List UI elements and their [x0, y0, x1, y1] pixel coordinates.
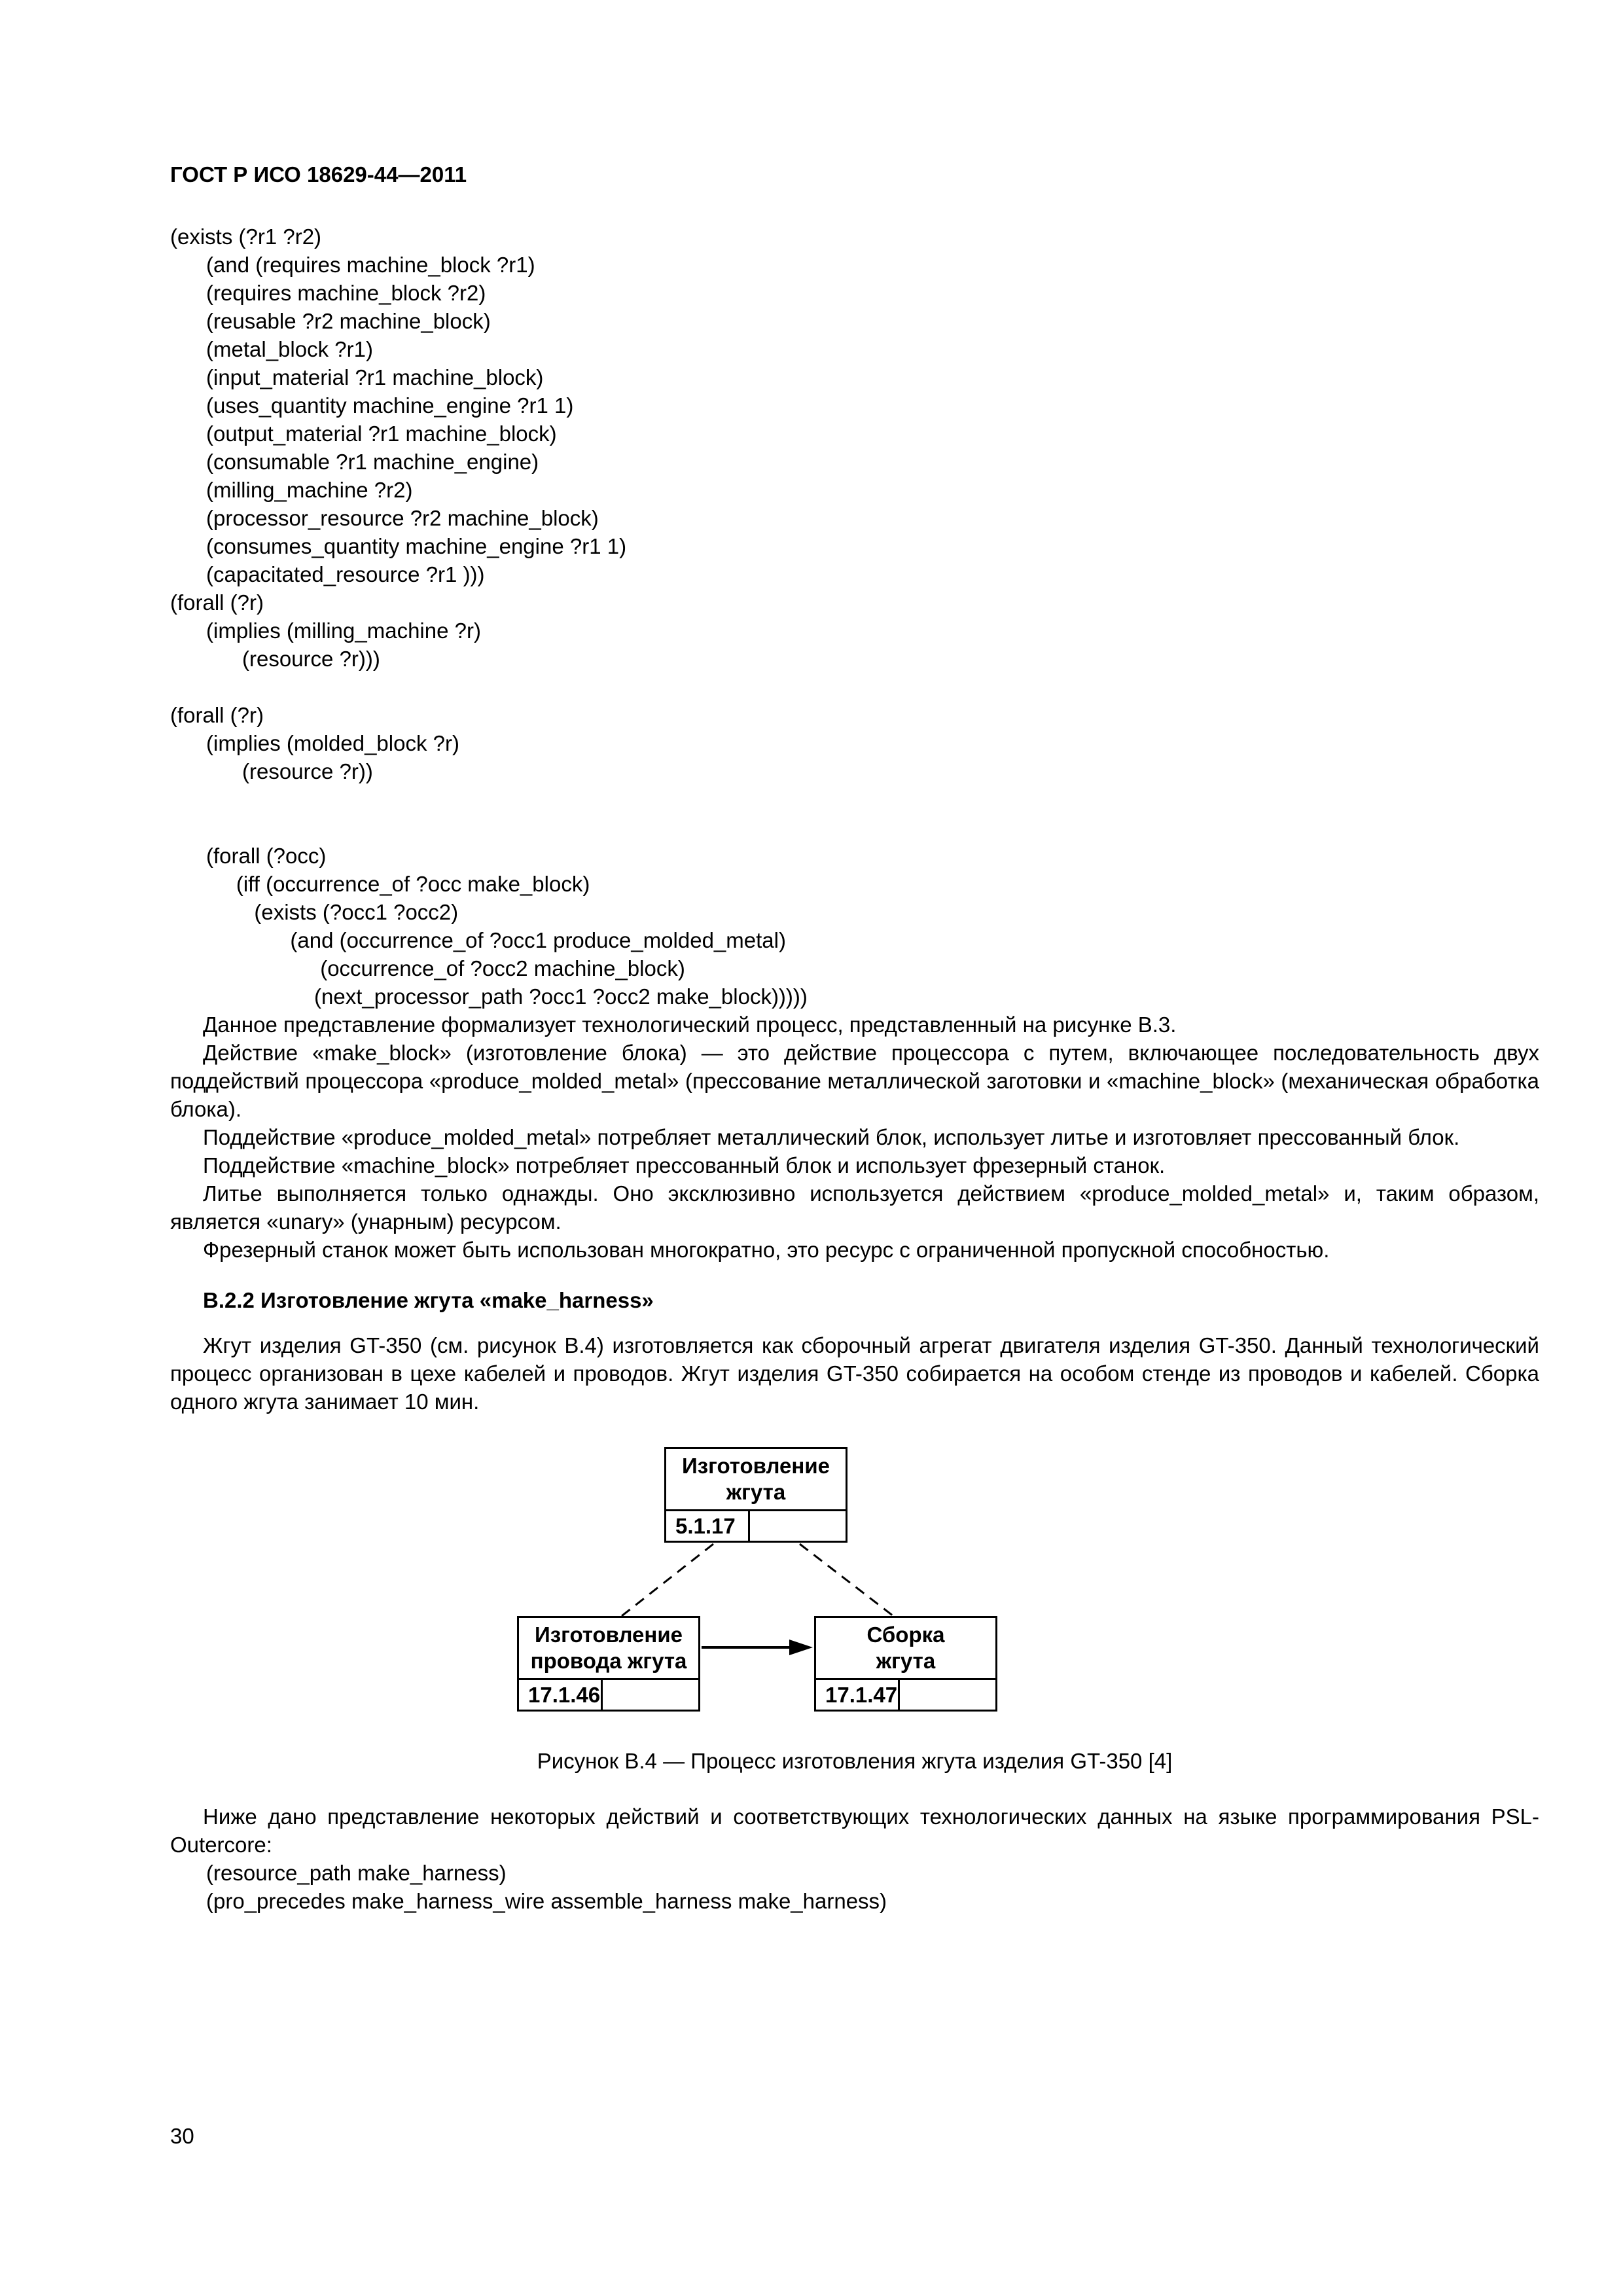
- code-line: (processor_resource ?r2 machine_block): [170, 506, 599, 530]
- psl-code-block: (exists (?r1 ?r2) (and (requires machine…: [170, 223, 1539, 1011]
- node-label-line: жгута: [726, 1480, 786, 1504]
- code-line: (and (occurrence_of ?occ1 produce_molded…: [170, 928, 786, 952]
- page-number: 30: [170, 2124, 194, 2148]
- paragraph: Данное представление формализует техноло…: [203, 1013, 1177, 1037]
- node-strip: 17.1.47: [814, 1680, 997, 1712]
- code-line: [170, 785, 1539, 814]
- code-line: (occurrence_of ?occ2 machine_block): [170, 956, 685, 980]
- code-line: (metal_block ?r1): [170, 337, 373, 361]
- code-line: (consumable ?r1 machine_engine): [170, 450, 539, 474]
- node-label-line: провода жгута: [530, 1649, 687, 1673]
- paragraph: Жгут изделия GT-350 (см. рисунок В.4) из…: [170, 1333, 1539, 1414]
- code-line: (input_material ?r1 machine_block): [170, 365, 544, 389]
- code-line: (resource_path make_harness): [170, 1861, 507, 1885]
- figure-node-assemble-harness: Сборка жгута 17.1.47: [814, 1616, 997, 1712]
- code-line: (forall (?occ): [170, 844, 327, 868]
- paragraph: Поддействие «machine_block» потребляет п…: [203, 1153, 1166, 1177]
- code-line: [170, 673, 1539, 701]
- node-number: 17.1.47: [816, 1680, 900, 1710]
- node-label-line: Сборка: [866, 1623, 945, 1647]
- dashed-connector-left: [621, 1543, 714, 1617]
- figure-node-make-harness: Изготовление жгута 5.1.17: [664, 1447, 847, 1543]
- code-line: (resource ?r)): [170, 759, 373, 783]
- figure-connectors: [621, 1543, 894, 1655]
- document-header: ГОСТ Р ИСО 18629-44—2011: [170, 162, 467, 187]
- code-line: (forall (?r): [170, 590, 264, 615]
- arrow-head: [789, 1640, 813, 1655]
- node-label-line: Изготовление: [535, 1623, 683, 1647]
- paragraph: Литье выполняется только однажды. Оно эк…: [170, 1181, 1539, 1234]
- code-line: (iff (occurrence_of ?occ make_block): [170, 872, 590, 896]
- figure-caption: Рисунок В.4 — Процесс изготовления жгута…: [537, 1749, 1173, 1773]
- dashed-connector-right: [799, 1543, 894, 1617]
- code-line: (milling_machine ?r2): [170, 478, 413, 502]
- code-line: (exists (?r1 ?r2): [170, 224, 322, 249]
- node-label: Изготовление провода жгута: [517, 1616, 700, 1680]
- node-strip: 17.1.46: [517, 1680, 700, 1712]
- paragraph: Ниже дано представление некоторых действ…: [170, 1804, 1539, 1857]
- code-line: (requires machine_block ?r2): [170, 281, 486, 305]
- code-line: (pro_precedes make_harness_wire assemble…: [170, 1889, 887, 1913]
- code-line: (and (requires machine_block ?r1): [170, 253, 535, 277]
- code-line: (forall (?r): [170, 703, 264, 727]
- code-line: (uses_quantity machine_engine ?r1 1): [170, 393, 574, 418]
- node-empty-cell: [750, 1511, 846, 1541]
- figure-node-make-harness-wire: Изготовление провода жгута 17.1.46: [517, 1616, 700, 1712]
- code-line: (next_processor_path ?occ1 ?occ2 make_bl…: [170, 984, 808, 1009]
- node-label: Изготовление жгута: [664, 1447, 847, 1511]
- section-heading: В.2.2 Изготовление жгута «make_harness»: [203, 1288, 654, 1312]
- code-line: (reusable ?r2 machine_block): [170, 309, 491, 333]
- node-number: 5.1.17: [666, 1511, 750, 1541]
- code-line: (resource ?r))): [170, 647, 380, 671]
- node-number: 17.1.46: [519, 1680, 603, 1710]
- node-strip: 5.1.17: [664, 1511, 847, 1543]
- node-empty-cell: [900, 1680, 995, 1710]
- node-label-line: Изготовление: [682, 1454, 830, 1478]
- code-line: (exists (?occ1 ?occ2): [170, 900, 459, 924]
- paragraph: Действие «make_block» (изготовление блок…: [170, 1041, 1539, 1121]
- paragraph: Поддействие «produce_molded_metal» потре…: [203, 1125, 1460, 1149]
- code-line: (implies (molded_block ?r): [170, 731, 459, 755]
- node-label-line: жгута: [876, 1649, 936, 1673]
- code-line: (implies (milling_machine ?r): [170, 619, 481, 643]
- code-line: (consumes_quantity machine_engine ?r1 1): [170, 534, 627, 558]
- code-line: (capacitated_resource ?r1 ))): [170, 562, 485, 586]
- figure-b4-diagram: Изготовление жгута 5.1.17 Изготовление п…: [170, 1447, 1539, 1714]
- node-empty-cell: [603, 1680, 698, 1710]
- code-line: [170, 814, 1539, 842]
- node-label: Сборка жгута: [814, 1616, 997, 1680]
- code-line: (output_material ?r1 machine_block): [170, 422, 557, 446]
- paragraph: Фрезерный станок может быть использован …: [203, 1238, 1330, 1262]
